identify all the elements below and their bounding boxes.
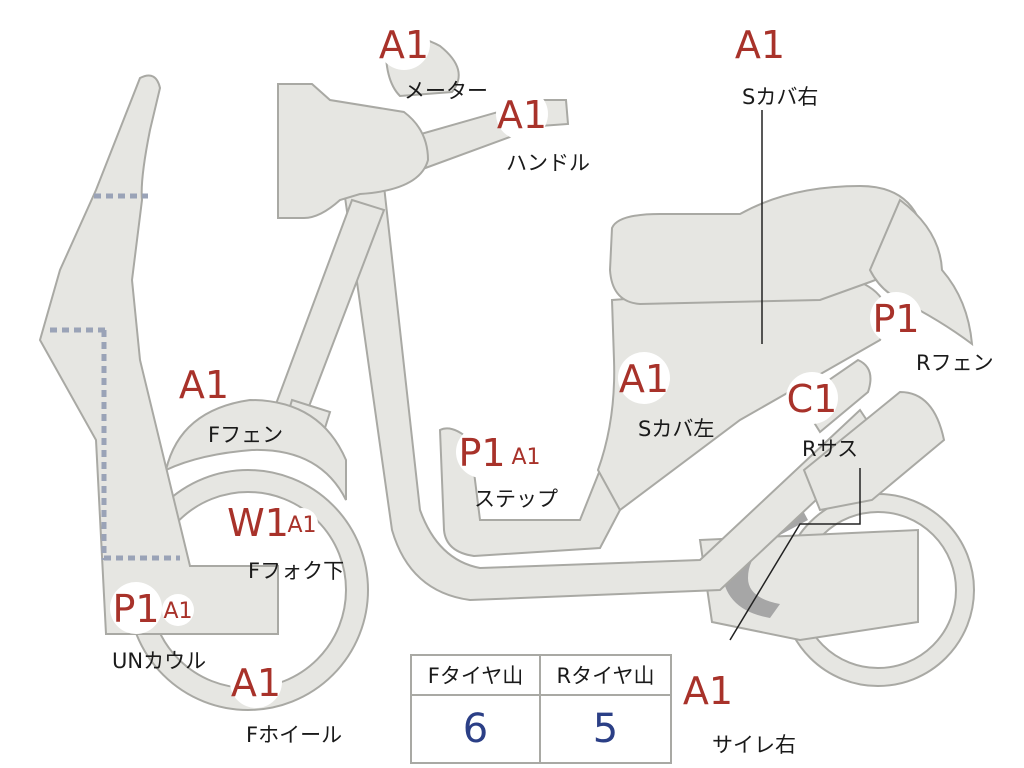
- label-muffler-right: サイレ右: [712, 733, 796, 757]
- label-step: ステップ: [474, 487, 558, 511]
- rear-tire-value: 5: [592, 706, 619, 752]
- badge-r-fender: P1: [870, 292, 922, 344]
- label-s-cover-right: Sカバ右: [742, 85, 818, 109]
- badge-muffler-right: A1: [682, 664, 734, 716]
- badge-s-cover-left: A1: [618, 352, 670, 404]
- badge-f-fork-lower-sub: A1: [286, 508, 318, 540]
- label-handle: ハンドル: [506, 151, 590, 175]
- rear-suspension-box: [802, 390, 946, 512]
- headlight: [277, 83, 430, 219]
- svg-text:C1: C1: [787, 377, 838, 421]
- front-tire-header: Fタイヤ山: [412, 656, 541, 696]
- badge-under-cowl-sub: A1: [162, 594, 194, 626]
- svg-text:A1: A1: [231, 661, 281, 705]
- rear-tire-header: Rタイヤ山: [541, 656, 670, 696]
- front-tire-value: 6: [412, 696, 541, 762]
- svg-text:P1: P1: [458, 431, 505, 475]
- badge-f-wheel: A1: [230, 656, 282, 708]
- seat: [608, 184, 922, 306]
- label-r-suspension: Rサス: [802, 437, 858, 461]
- badge-r-suspension: C1: [786, 372, 838, 424]
- badge-meter: A1: [378, 18, 430, 70]
- leader-line-r-suspension: [729, 468, 861, 641]
- side-cover-body: [596, 280, 888, 512]
- svg-text:A1: A1: [735, 23, 785, 67]
- badge-step-main: P1: [456, 426, 508, 478]
- label-f-wheel: Fホイール: [246, 723, 342, 747]
- svg-text:A1: A1: [163, 599, 192, 624]
- badge-step-sub: A1: [510, 440, 542, 472]
- badge-handle: A1: [496, 88, 548, 140]
- svg-text:A1: A1: [179, 363, 229, 407]
- svg-text:P1: P1: [872, 297, 919, 341]
- label-r-fender: Rフェン: [916, 351, 994, 375]
- badge-f-fork-lower-main: W1: [227, 495, 289, 549]
- badge-s-cover-right: A1: [734, 18, 786, 70]
- svg-text:W1: W1: [227, 501, 289, 545]
- front-fender: [164, 398, 347, 501]
- label-s-cover-left: Sカバ左: [638, 417, 714, 441]
- svg-text:A1: A1: [379, 23, 429, 67]
- svg-text:A1: A1: [497, 93, 547, 137]
- exhaust-pipe: [722, 505, 808, 618]
- badge-under-cowl-main: P1: [110, 582, 162, 634]
- label-f-fender: Fフェン: [208, 423, 283, 447]
- badge-f-fender: A1: [178, 358, 230, 410]
- svg-text:P1: P1: [112, 587, 159, 631]
- label-meter: メーター: [404, 79, 488, 103]
- tire-tread-table: Fタイヤ山 Rタイヤ山 6 5: [410, 654, 672, 764]
- svg-text:A1: A1: [511, 445, 540, 470]
- svg-text:A1: A1: [619, 357, 669, 401]
- label-f-fork-lower: Fフォク下: [248, 559, 344, 583]
- label-under-cowl: UNカウル: [112, 649, 206, 673]
- svg-text:A1: A1: [683, 669, 733, 713]
- svg-text:A1: A1: [287, 513, 316, 538]
- front-cowl: [38, 74, 279, 635]
